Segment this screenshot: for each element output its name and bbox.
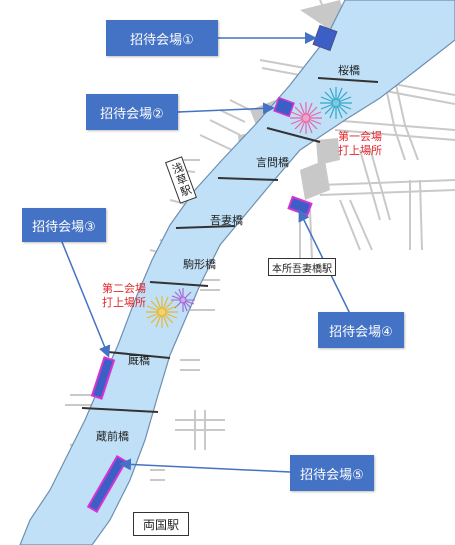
bridge-label-komagata: 駒形橋	[183, 258, 216, 271]
bridge-label-kototoi: 言問橋	[256, 156, 289, 169]
bridge-label-azuma: 吾妻橋	[210, 214, 243, 227]
venue-callout-3[interactable]: 招待会場③	[22, 208, 106, 242]
fireworks-first	[290, 87, 352, 134]
launch-site-second: 第二会場 打上場所	[102, 282, 146, 309]
fireworks-second	[146, 288, 195, 328]
bridge-label-kuramae: 蔵前橋	[96, 430, 129, 443]
venue-3-box[interactable]	[90, 356, 116, 400]
river	[19, 0, 455, 545]
bridge-label-umaya: 厩橋	[128, 354, 150, 367]
station-honjo-azumabashi[interactable]: 本所吾妻橋駅	[268, 258, 336, 276]
bridge-label-sakura: 桜橋	[338, 64, 360, 77]
launch-site-first: 第一会場 打上場所	[338, 130, 382, 157]
venue-callout-2[interactable]: 招待会場②	[86, 94, 178, 130]
venue-callout-4[interactable]: 招待会場④	[318, 312, 404, 348]
station-ryogoku[interactable]: 両国駅	[133, 512, 189, 536]
venue-2-box[interactable]	[273, 96, 295, 118]
bridge-lines	[81, 77, 379, 413]
venue-callout-1[interactable]: 招待会場①	[106, 20, 218, 56]
leader-lines	[61, 32, 359, 473]
venue-callout-5[interactable]: 招待会場⑤	[290, 455, 374, 491]
